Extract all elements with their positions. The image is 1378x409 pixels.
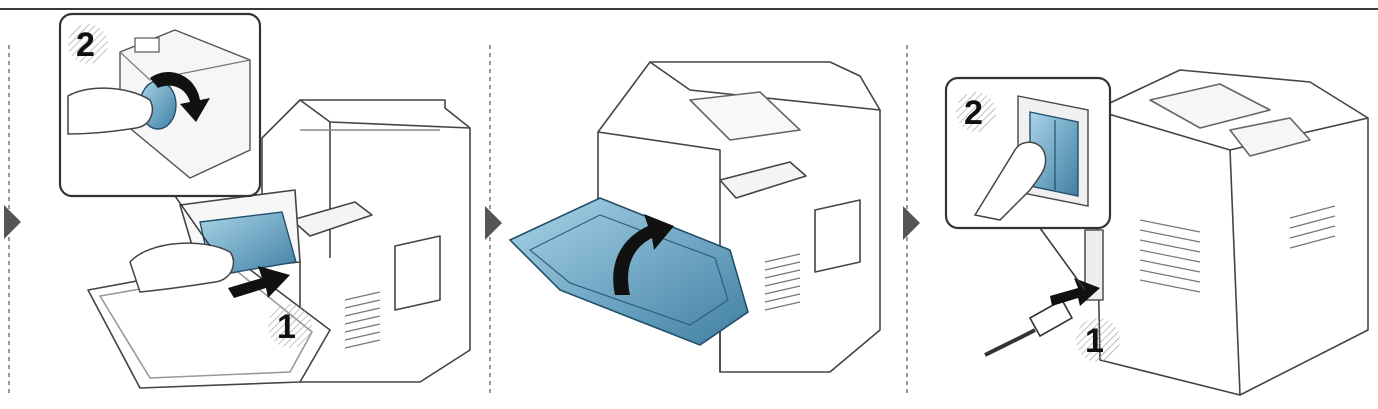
front-door <box>508 197 749 346</box>
printer-illustration <box>1084 69 1369 396</box>
triangle-right-icon <box>485 206 502 240</box>
header-rule <box>0 8 1378 10</box>
main-step-number: 1 <box>1085 322 1104 360</box>
callout-step-number: 2 <box>964 94 983 132</box>
callout-step-number: 2 <box>76 26 95 64</box>
step-marker-1 <box>268 304 312 348</box>
triangle-right-icon <box>903 206 920 240</box>
hand-illustration <box>129 242 235 293</box>
arrow-icon <box>1050 278 1100 306</box>
curved-arrow-icon <box>150 72 210 122</box>
step-marker-2 <box>956 92 996 132</box>
arrow-icon <box>228 266 290 298</box>
step-marker-1 <box>1076 318 1120 362</box>
power-cord <box>984 328 1036 357</box>
finger-illustration <box>973 141 1047 221</box>
callout-box: 2 <box>944 76 1112 291</box>
panel-1: 1 2 <box>58 12 471 389</box>
curved-arrow-icon <box>613 214 674 295</box>
panel-3: 1 2 <box>944 69 1369 396</box>
main-step-number: 1 <box>277 308 296 346</box>
power-plug <box>1028 298 1074 338</box>
callout-box: 2 <box>58 12 262 247</box>
triangle-right-icon <box>4 205 21 239</box>
step-marker-2 <box>68 24 108 64</box>
hand-illustration <box>67 87 154 135</box>
panel-2 <box>508 61 881 373</box>
